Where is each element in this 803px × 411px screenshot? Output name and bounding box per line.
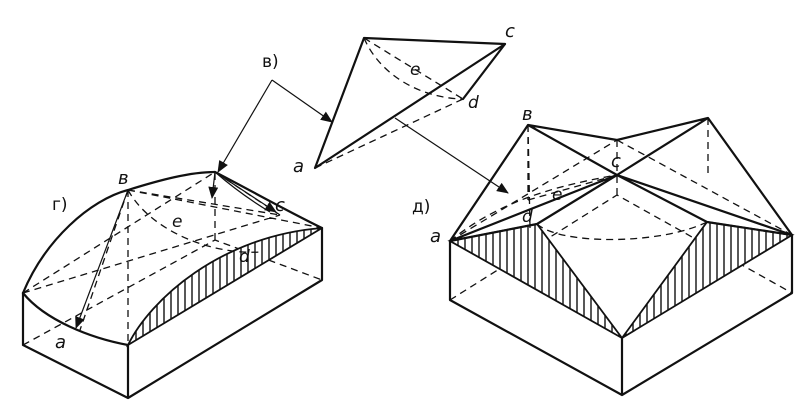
panel-label-v: в) bbox=[262, 52, 279, 72]
d-roof-edges bbox=[448, 116, 794, 243]
d-box-front-face bbox=[450, 241, 622, 395]
d-dashed-arc-upper bbox=[449, 174, 618, 242]
g-arrow-down bbox=[208, 171, 219, 199]
v-triangle-outline bbox=[313, 36, 507, 170]
leader-triangle-to-d bbox=[394, 117, 509, 194]
g-roof-right-curve bbox=[213, 170, 324, 230]
figure-v-triangle: c e d a в) bbox=[217, 21, 515, 194]
g-hatched-gable bbox=[125, 227, 323, 348]
v-dashed-lines bbox=[314, 37, 464, 169]
v-label-e: e bbox=[410, 60, 420, 80]
g-label-c: c bbox=[275, 195, 285, 216]
figure-g-curved-roof: в c e d a г) bbox=[21, 168, 324, 400]
figure-d-cross-roof: в c e d a д) bbox=[412, 104, 795, 397]
v-edge-d bbox=[461, 42, 507, 101]
g-arrow-a bbox=[75, 189, 129, 329]
v-label-c: c bbox=[505, 21, 515, 42]
g-box-right-face bbox=[128, 228, 322, 398]
d-label-a: a bbox=[430, 226, 441, 247]
v-label-d: d bbox=[468, 93, 479, 113]
g-box-outline bbox=[21, 226, 324, 400]
d-label-d: d bbox=[522, 207, 533, 227]
d-label-e: e bbox=[552, 185, 562, 205]
d-dashed-arc bbox=[536, 221, 708, 241]
g-dashed-diagonals bbox=[22, 171, 323, 345]
g-label-e: e bbox=[172, 212, 182, 232]
d-label-v: в bbox=[522, 104, 533, 125]
v-dashed-arc bbox=[363, 37, 464, 100]
d-dashed-lines bbox=[449, 118, 793, 242]
v-label-a: a bbox=[293, 156, 304, 177]
g-label-d: d bbox=[239, 247, 250, 267]
d-box-right-face bbox=[622, 235, 792, 395]
d-box-outline bbox=[448, 233, 794, 397]
g-arrow-c bbox=[214, 171, 277, 213]
g-front-curve bbox=[21, 291, 130, 347]
panel-label-g: г) bbox=[52, 195, 68, 215]
d-label-c: c bbox=[611, 151, 621, 172]
g-dashed-arc bbox=[127, 189, 261, 253]
g-label-a: a bbox=[55, 332, 66, 353]
leader-v-to-g bbox=[217, 79, 273, 173]
g-box-front-face bbox=[23, 293, 128, 398]
g-label-v: в bbox=[118, 168, 129, 189]
g-roof-left-curve bbox=[21, 170, 217, 295]
leader-v-to-triangle bbox=[271, 79, 333, 123]
panel-label-d: д) bbox=[412, 197, 430, 217]
